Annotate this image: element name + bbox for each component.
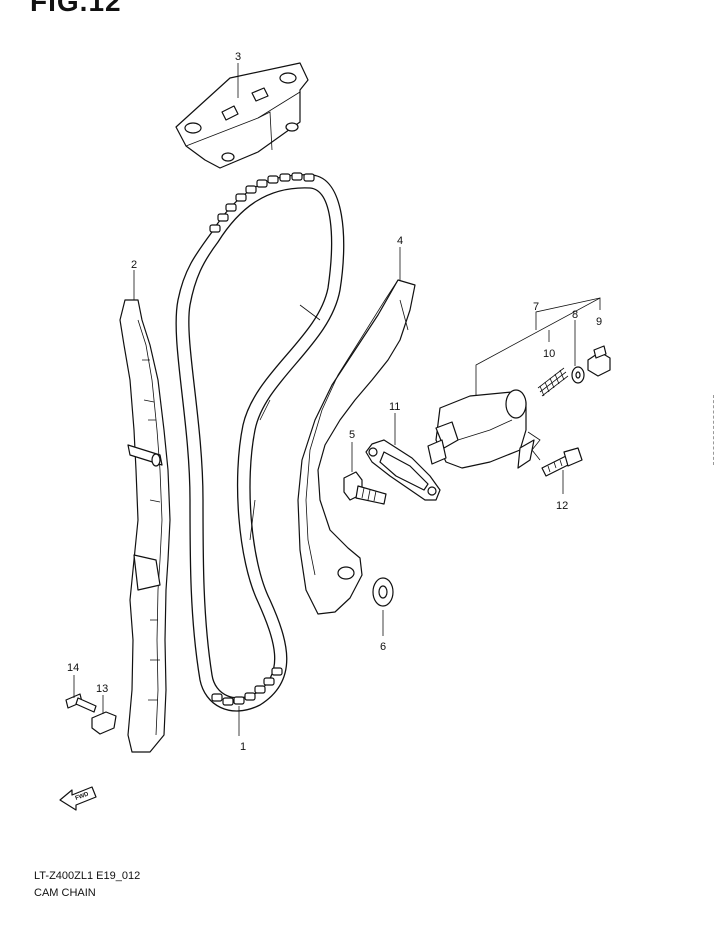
part-5-pivot-bolt — [343, 471, 387, 505]
part-13-nut — [91, 711, 117, 735]
callout-11: 11 — [389, 401, 400, 413]
part-14-bolt — [65, 693, 97, 713]
callout-9: 9 — [596, 316, 602, 328]
page-edge-mark — [713, 395, 716, 465]
chain-links-bottom — [211, 667, 283, 706]
part-4-tensioner-arm — [297, 279, 416, 615]
part-7-tensioner-adjuster — [427, 389, 541, 469]
callout-12: 12 — [556, 500, 568, 512]
callout-8: 8 — [572, 309, 578, 321]
part-3-guide-top — [175, 62, 309, 169]
part-6-washer — [372, 577, 394, 607]
part-8-washer — [571, 366, 585, 384]
callout-2: 2 — [131, 259, 137, 271]
part-2-chain-guide-left — [119, 299, 171, 753]
fwd-label: FWD — [75, 791, 91, 802]
callout-14: 14 — [67, 662, 79, 674]
callout-13: 13 — [96, 683, 108, 695]
callout-4: 4 — [397, 235, 403, 247]
part-12-bolt — [541, 447, 583, 477]
callout-1: 1 — [240, 741, 246, 753]
callout-6: 6 — [380, 641, 386, 653]
part-1-cam-chain — [175, 172, 345, 712]
callout-10: 10 — [543, 348, 555, 360]
figure-title: FIG.12 — [30, 0, 122, 17]
part-9-cap-bolt — [587, 345, 611, 377]
figure-caption: CAM CHAIN — [34, 887, 96, 899]
leader-lines — [73, 63, 601, 736]
chain-links-top — [209, 172, 315, 233]
figure-code: LT-Z400ZL1 E19_012 — [34, 870, 141, 882]
part-10-spring — [537, 367, 569, 397]
callout-5: 5 — [349, 429, 355, 441]
callout-3: 3 — [235, 51, 241, 63]
callout-7: 7 — [533, 301, 539, 313]
part-11-gasket — [365, 439, 441, 501]
fwd-arrow-icon: FWD — [59, 786, 97, 811]
